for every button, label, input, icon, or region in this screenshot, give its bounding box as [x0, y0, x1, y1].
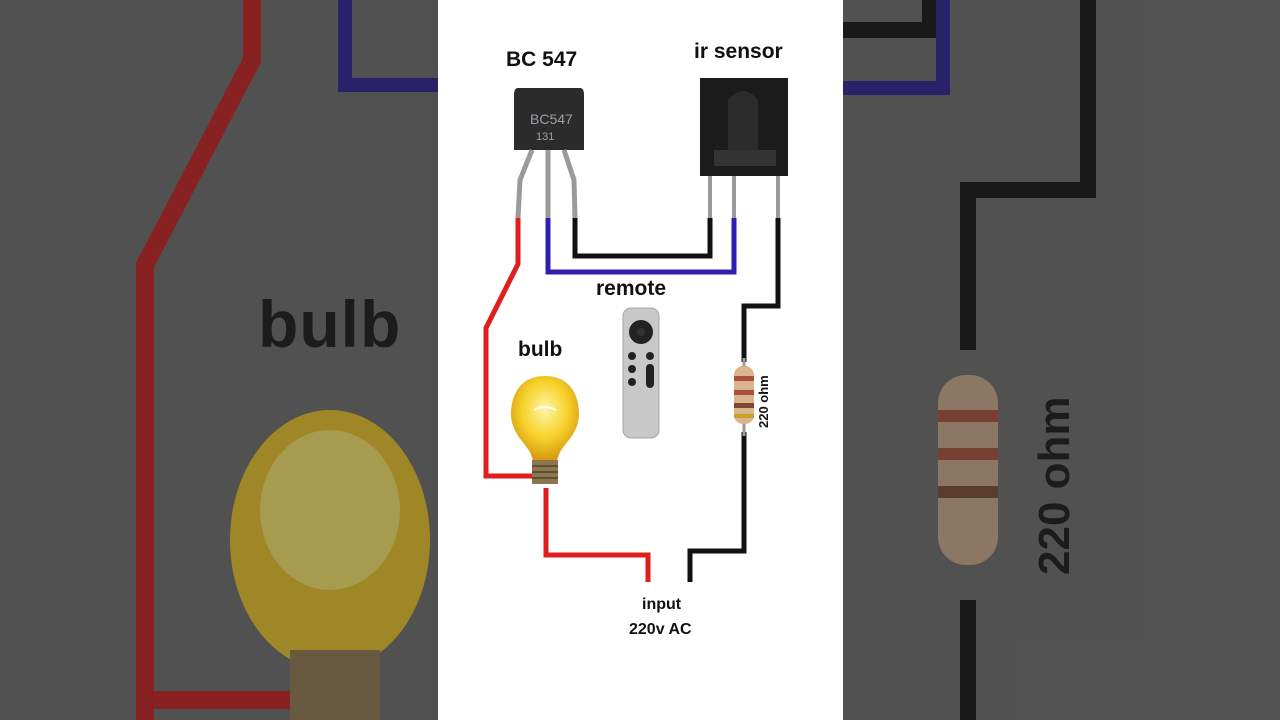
black-wire-signal — [572, 218, 713, 259]
transistor-leg-left — [515, 149, 535, 219]
bulb-glass — [511, 376, 579, 460]
transistor-label: BC 547 — [506, 48, 578, 71]
remote-button — [628, 365, 636, 373]
transistor-marking-text: BC547 — [530, 111, 573, 127]
remote-label: remote — [596, 277, 667, 300]
backdrop-bulb-highlight — [260, 430, 400, 590]
ir-sensor-front — [714, 150, 776, 166]
backdrop-blue-wire — [843, 0, 950, 95]
transistor-leg-right — [561, 149, 578, 219]
right-backdrop — [843, 0, 1280, 720]
transistor-body — [514, 88, 584, 150]
black-wire-to-resistor — [741, 218, 781, 362]
bulb-label: bulb — [518, 338, 563, 361]
black-wire-to-input — [687, 432, 747, 582]
remote-button — [646, 352, 654, 360]
ir-sensor-label: ir sensor — [694, 40, 783, 63]
resistor-band — [734, 376, 754, 381]
resistor-band — [734, 390, 754, 395]
red-wire-to-bulb — [483, 218, 538, 479]
backdrop-dim-overlay — [0, 0, 438, 720]
backdrop-resistor-band — [938, 448, 998, 460]
input-voltage-label: 220v AC — [629, 621, 692, 638]
backdrop-resistor — [938, 375, 998, 565]
backdrop-bulb-label: bulb — [258, 287, 402, 361]
backdrop-dim-overlay — [843, 0, 1280, 720]
remote-button — [628, 378, 636, 386]
backdrop-black-wire-top — [843, 0, 938, 38]
right-backdrop-drawing — [843, 0, 1096, 720]
resistor-band — [734, 403, 754, 408]
remote-button — [628, 352, 636, 360]
backdrop-resistor-band — [938, 410, 998, 422]
resistor-band — [734, 414, 754, 418]
transistor-marking-code: 131 — [536, 131, 554, 143]
backdrop-resistor-band — [938, 486, 998, 498]
red-wire-to-input — [543, 488, 651, 582]
bulb-filament — [533, 406, 557, 411]
blue-wire — [545, 218, 737, 275]
remote-body — [622, 307, 660, 439]
input-label: input — [642, 596, 682, 613]
backdrop-bulb-base — [290, 650, 380, 720]
left-backdrop-drawing — [136, 0, 438, 720]
backdrop-resistor-label: 220 ohm — [1030, 396, 1079, 575]
backdrop-red-wire — [136, 0, 261, 720]
resistor-label: 220 ohm — [756, 375, 771, 428]
circuit-drawing: BC547 131 — [483, 78, 788, 582]
remote-volume-rocker — [646, 364, 654, 388]
backdrop-blue-wire — [338, 0, 438, 92]
circuit-diagram: BC547 131 — [438, 0, 843, 720]
backdrop-black-wire — [960, 0, 1096, 350]
ir-sensor-dome — [728, 91, 758, 150]
remote-clickpad-center — [637, 328, 645, 336]
left-backdrop — [0, 0, 438, 720]
